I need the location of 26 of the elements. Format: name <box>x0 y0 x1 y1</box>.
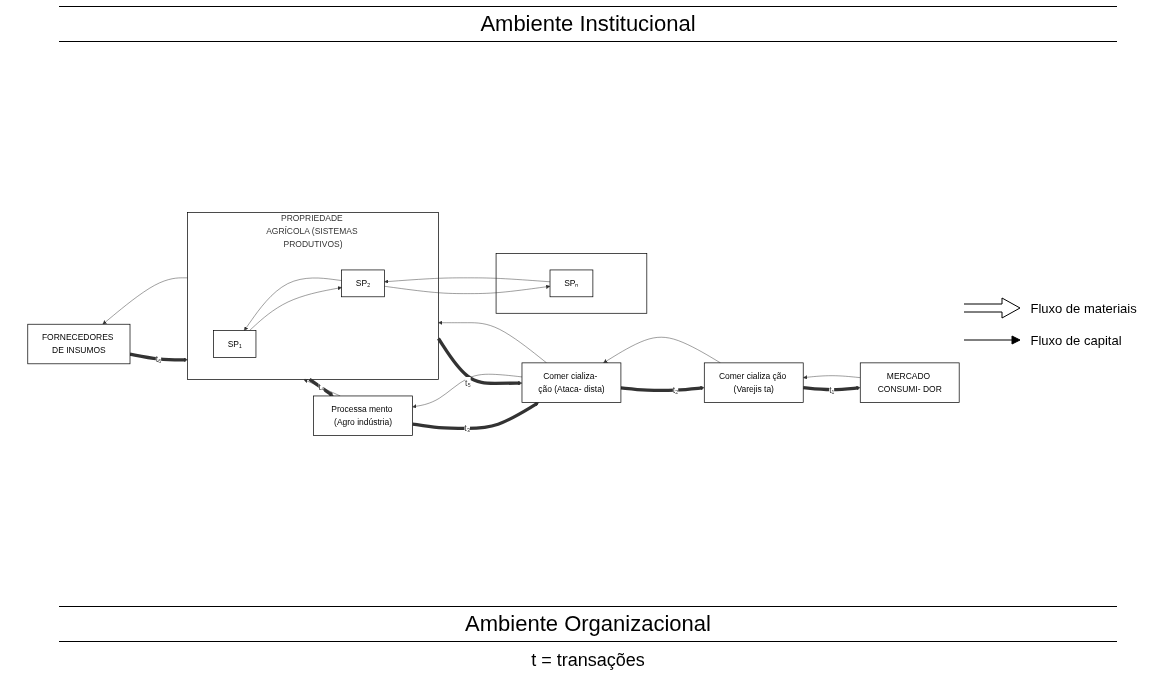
node-box: Processa mento (Agro indústria) <box>312 395 413 436</box>
arrow <box>802 385 860 392</box>
node-box: Comer cializa- ção (Ataca- dista) <box>521 362 621 403</box>
edge-label: t₁ <box>828 385 834 396</box>
edge-label: t₅ <box>464 378 471 388</box>
arrow <box>620 385 704 393</box>
legend-text: Fluxo de materiais <box>1030 300 1137 316</box>
note: t = transações <box>531 650 645 671</box>
arrow <box>436 337 522 386</box>
arrow <box>308 378 333 397</box>
edge-label: t₃ <box>463 423 470 433</box>
edge-label: t₄ <box>318 382 324 393</box>
cluster <box>495 253 647 314</box>
edge-label: t₂ <box>672 385 678 396</box>
legend-text: Fluxo de capital <box>1030 332 1122 348</box>
node-box: SP₁ <box>212 330 256 358</box>
arrow <box>411 402 539 430</box>
node-box: FORNECEDORES DE INSUMOS <box>26 323 130 365</box>
edge-label: t₆ <box>155 354 161 365</box>
node-box: SP₂ <box>340 269 385 298</box>
arrow <box>129 352 188 362</box>
node-box: SPₙ <box>549 269 593 298</box>
heading: Ambiente Organizacional <box>58 606 1118 642</box>
node-box: MERCADO CONSUMI- DOR <box>859 362 960 403</box>
heading: Ambiente Institucional <box>58 6 1118 42</box>
node-box: Comer cializa ção (Varejis ta) <box>703 362 804 403</box>
